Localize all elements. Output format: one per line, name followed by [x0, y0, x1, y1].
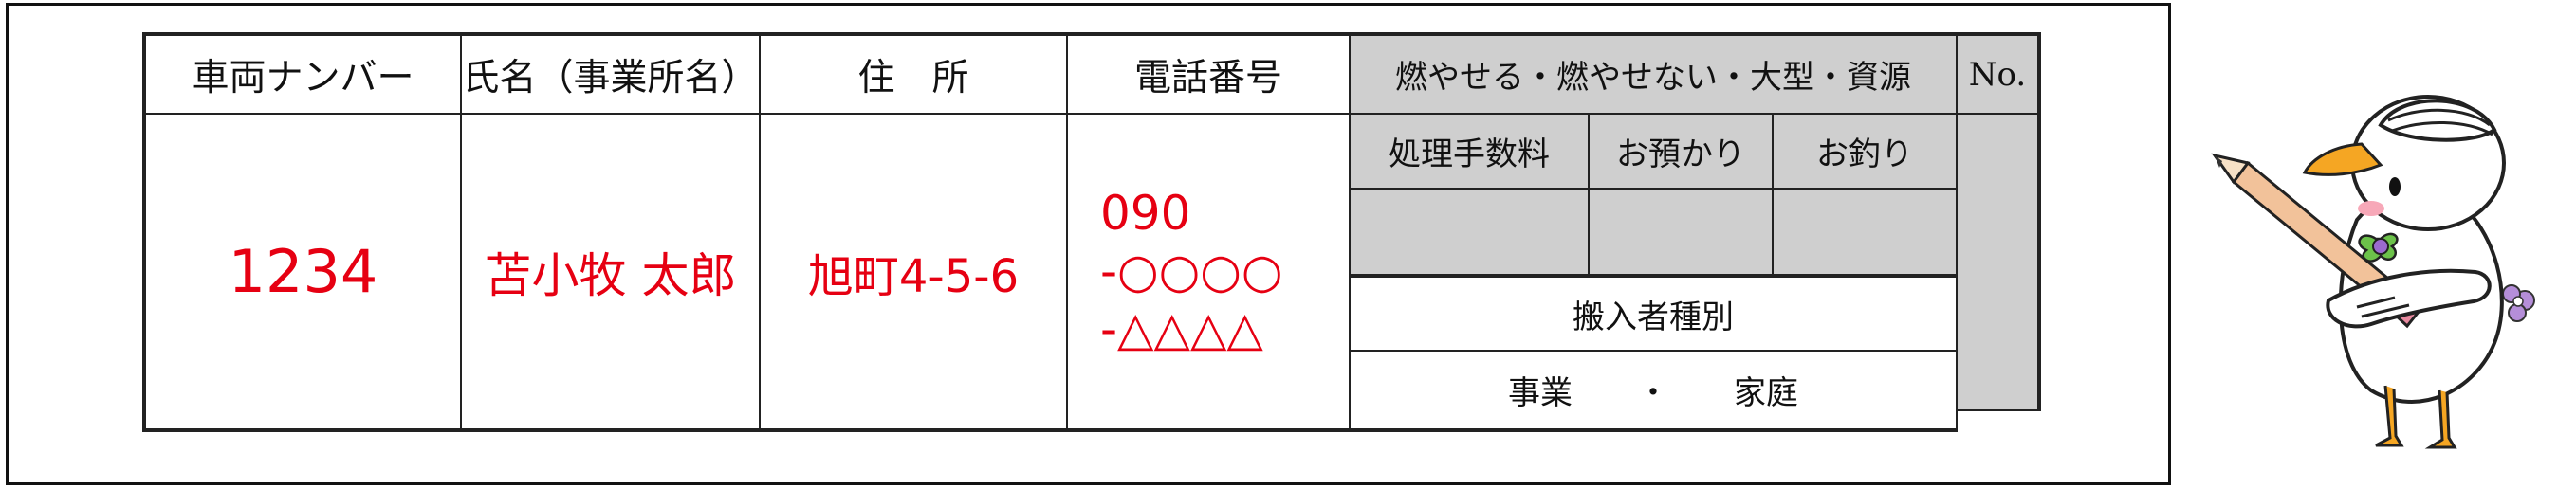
address-value[interactable]: 旭町4-5-6 — [759, 113, 1068, 432]
header-change: お釣り — [1772, 113, 1958, 190]
header-address: 住 所 — [759, 32, 1068, 115]
number-value — [1956, 113, 2041, 411]
header-waste-types: 燃やせる・燃やせない・大型・資源 — [1349, 32, 1958, 115]
header-deposit: お預かり — [1588, 113, 1774, 190]
header-vehicle-number: 車両ナンバー — [142, 32, 462, 115]
phone-value[interactable]: 090 -○○○○ -△△△△ — [1066, 113, 1351, 432]
vehicle-number-value[interactable]: 1234 — [142, 113, 462, 432]
header-phone: 電話番号 — [1066, 32, 1351, 115]
header-name: 氏名（事業所名） — [460, 32, 761, 115]
carrier-type-options[interactable]: 事業 ・ 家庭 — [1349, 350, 1958, 432]
fee-value[interactable] — [1349, 188, 1590, 276]
change-value[interactable] — [1772, 188, 1958, 276]
phone-line-1: 090 — [1100, 186, 1191, 241]
deposit-value[interactable] — [1588, 188, 1774, 276]
header-fee: 処理手数料 — [1349, 113, 1590, 190]
name-value[interactable]: 苫小牧 太郎 — [460, 113, 761, 432]
phone-line-2: -○○○○ — [1100, 244, 1283, 299]
bird-mascot-icon — [2211, 95, 2535, 449]
phone-line-3: -△△△△ — [1100, 301, 1263, 356]
header-number: No. — [1956, 32, 2041, 115]
flower-icon — [2502, 284, 2535, 322]
registration-form: 車両ナンバー 氏名（事業所名） 住 所 電話番号 燃やせる・燃やせない・大型・資… — [142, 32, 2041, 432]
carrier-type-title: 搬入者種別 — [1349, 274, 1958, 352]
